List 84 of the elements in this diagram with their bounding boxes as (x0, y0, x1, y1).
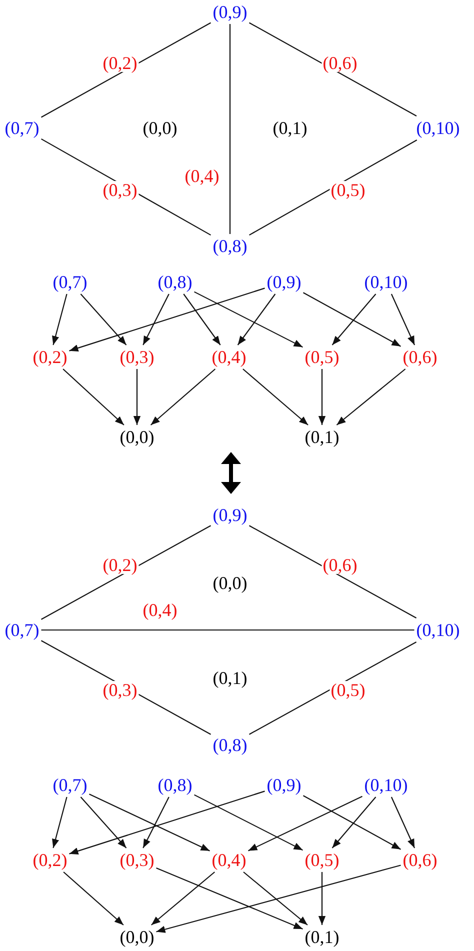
node-label: (0,5) (302, 345, 342, 369)
arrow (302, 795, 402, 850)
node-label: (0,4) (210, 345, 248, 369)
edge-label: (0,5) (330, 181, 366, 199)
node-label: (0,7) (2, 618, 42, 642)
edge-label: (0,3) (102, 681, 138, 699)
arrow (62, 368, 124, 426)
node-label: (0,7) (2, 116, 42, 140)
arrow (318, 369, 326, 425)
arrow (332, 796, 376, 848)
node-label: (0,1) (302, 925, 342, 949)
arrow (150, 368, 216, 426)
arrow (156, 864, 401, 933)
line (41, 629, 414, 631)
arrow (63, 872, 124, 926)
node-label: (0,0) (118, 425, 156, 449)
node-label: (0,8) (156, 270, 194, 294)
node-label: (0,9) (210, 0, 250, 24)
arrow (69, 288, 265, 352)
arrow (390, 294, 416, 346)
arrow (80, 796, 127, 848)
arrow (332, 294, 376, 346)
node-label: (0,9) (264, 773, 304, 797)
node-label: (0,6) (400, 848, 440, 872)
node-label: (0,7) (50, 773, 90, 797)
node-label: (0,4) (210, 848, 248, 872)
edge-label: (0,4) (184, 167, 220, 185)
node-label: (0,7) (50, 270, 90, 294)
node-label: (0,3) (118, 848, 156, 872)
arrow (318, 872, 326, 925)
node-label: (0,9) (264, 270, 304, 294)
arrow (156, 868, 303, 930)
arrow (390, 796, 416, 848)
edge-label: (0,6) (322, 54, 358, 72)
node-label: (0,10) (362, 773, 410, 797)
node-label: (0,10) (414, 116, 462, 140)
arrow (80, 294, 127, 346)
arrow (302, 292, 402, 347)
face-label: (0,1) (212, 669, 248, 687)
arrow (242, 368, 308, 426)
arrow (237, 294, 276, 346)
line (229, 24, 231, 234)
arrow (69, 790, 265, 854)
arrow (194, 291, 303, 348)
line (40, 525, 212, 620)
line (40, 22, 212, 118)
node-label: (0,5) (302, 848, 342, 872)
face-label: (0,0) (212, 574, 248, 592)
line (248, 525, 417, 618)
arrow (243, 872, 308, 926)
node-label: (0,3) (118, 345, 156, 369)
arrow (89, 794, 210, 852)
arrow (133, 369, 141, 425)
edge-label: (0,5) (330, 681, 366, 699)
line (248, 22, 417, 116)
arrow (336, 368, 406, 426)
node-label: (0,6) (400, 345, 440, 369)
node-label: (0,8) (156, 773, 194, 797)
node-label: (0,9) (210, 503, 250, 527)
arrow (248, 796, 362, 852)
edge-label: (0,2) (102, 54, 138, 72)
node-label: (0,0) (118, 925, 156, 949)
node-label: (0,8) (210, 234, 250, 258)
arrow (52, 796, 68, 848)
line (248, 140, 418, 236)
node-label: (0,8) (210, 733, 250, 757)
node-label: (0,2) (30, 848, 70, 872)
edge-label: (0,3) (102, 181, 138, 199)
arrow (150, 872, 216, 926)
face-label: (0,1) (272, 119, 308, 137)
node-label: (0,1) (302, 425, 342, 449)
arrow (194, 794, 303, 851)
node-label: (0,10) (362, 270, 410, 294)
arrow (52, 294, 68, 346)
node-label: (0,2) (30, 345, 70, 369)
arrow (183, 294, 221, 346)
face-label: (0,0) (142, 119, 178, 137)
edge-label: (0,6) (322, 556, 358, 574)
node-label: (0,10) (414, 618, 462, 642)
arrow (142, 294, 170, 346)
arrow (142, 796, 170, 848)
edge-label: (0,2) (102, 556, 138, 574)
edge-label: (0,4) (142, 601, 178, 619)
line (248, 642, 417, 735)
